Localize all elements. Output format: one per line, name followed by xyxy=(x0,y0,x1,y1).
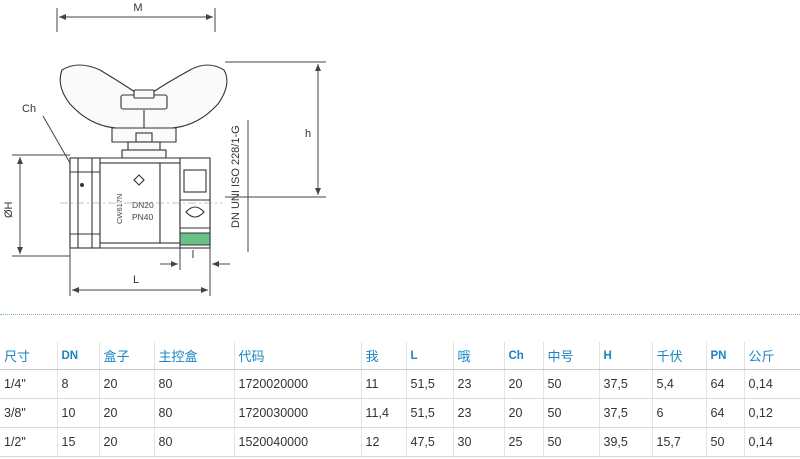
table-cell: 5,4 xyxy=(651,369,706,399)
dimension-m xyxy=(56,8,216,32)
table-cell: 0,14 xyxy=(743,369,800,399)
standard-label: DN UNI ISO 228/1-G xyxy=(230,125,242,228)
table-cell: 20 xyxy=(98,369,154,399)
header-kg: 公斤 xyxy=(743,342,800,370)
header-h: H xyxy=(598,342,652,370)
table-cell: 80 xyxy=(153,427,234,457)
table-cell: 15 xyxy=(56,427,99,457)
label-l-thread: l xyxy=(192,249,194,261)
table-row: 1/4" 8 20 80 1720020000 11 51,5 23 20 50… xyxy=(0,369,800,399)
header-col-6: 我 xyxy=(360,342,406,370)
table-cell: 50 xyxy=(542,369,599,399)
dimension-h xyxy=(225,61,326,198)
table-cell: 47,5 xyxy=(405,427,453,457)
header-box: 盒子 xyxy=(98,342,154,370)
table-cell: 6 xyxy=(651,398,706,428)
table-cell: 1720020000 xyxy=(233,369,361,399)
table-cell: 11 xyxy=(360,369,406,399)
leader-ch xyxy=(42,115,71,164)
table-cell: 15,7 xyxy=(651,427,706,457)
table-cell: 12 xyxy=(360,427,406,457)
table-cell: 50 xyxy=(705,427,744,457)
table-cell: 0,12 xyxy=(743,398,800,428)
body-material-mark: CW617N xyxy=(115,194,124,224)
header-pn: PN xyxy=(705,342,744,370)
header-medium: 中号 xyxy=(542,342,599,370)
stem xyxy=(121,141,167,159)
header-code: 代码 xyxy=(233,342,361,370)
table-row: 1/2" 15 20 80 1520040000 12 47,5 30 25 5… xyxy=(0,427,800,457)
table-cell: 51,5 xyxy=(405,398,453,428)
label-h: h xyxy=(305,128,311,140)
table-cell: 23 xyxy=(452,369,504,399)
body-pn-mark: PN40 xyxy=(132,212,154,222)
table-cell: 20 xyxy=(98,398,154,428)
table-cell: 10 xyxy=(56,398,99,428)
table-cell: 37,5 xyxy=(598,398,652,428)
table-cell: 23 xyxy=(452,398,504,428)
table-cell: 80 xyxy=(153,398,234,428)
table-cell: 1/2" xyxy=(0,427,57,457)
table-cell: 80 xyxy=(153,369,234,399)
spec-table: 尺寸 DN 盒子 主控盒 代码 我 L 哦 Ch 中号 H 千伏 PN 公斤 1… xyxy=(0,342,800,457)
table-cell: 37,5 xyxy=(598,369,652,399)
table-cell: 0,14 xyxy=(743,427,800,457)
header-master-box: 主控盒 xyxy=(153,342,234,370)
body-dn-mark: DN20 xyxy=(132,200,154,210)
table-cell: 51,5 xyxy=(405,369,453,399)
spec-table-header: 尺寸 DN 盒子 主控盒 代码 我 L 哦 Ch 中号 H 千伏 PN 公斤 xyxy=(0,342,800,370)
label-m: M xyxy=(133,2,142,14)
colour-ring xyxy=(179,232,211,246)
table-cell: 1520040000 xyxy=(233,427,361,457)
table-cell: 20 xyxy=(503,398,543,428)
table-cell: 20 xyxy=(98,427,154,457)
dimension-l-total xyxy=(69,245,211,296)
header-kv: 千伏 xyxy=(651,342,706,370)
table-cell: 50 xyxy=(542,398,599,428)
table-cell: 39,5 xyxy=(598,427,652,457)
label-l-total: L xyxy=(133,274,139,286)
header-l: L xyxy=(405,342,453,370)
table-cell: 20 xyxy=(503,369,543,399)
table-row: 3/8" 10 20 80 1720030000 11,4 51,5 23 20… xyxy=(0,398,800,428)
table-cell: 30 xyxy=(452,427,504,457)
table-cell: 11,4 xyxy=(360,398,406,428)
table-cell: 3/8" xyxy=(0,398,57,428)
valve-technical-drawing: M h ØH L l Ch DN UNI ISO 228/1-G xyxy=(3,2,326,296)
header-size: 尺寸 xyxy=(0,342,57,370)
table-cell: 1720030000 xyxy=(233,398,361,428)
header-dn: DN xyxy=(56,342,99,370)
butterfly-handle xyxy=(59,64,228,143)
table-cell: 50 xyxy=(542,427,599,457)
section-divider xyxy=(0,314,800,315)
table-cell: 1/4" xyxy=(0,369,57,399)
label-ch: Ch xyxy=(22,103,36,115)
dimension-l-thread xyxy=(160,245,230,270)
table-cell: 25 xyxy=(503,427,543,457)
header-col-8: 哦 xyxy=(452,342,504,370)
dimension-oh xyxy=(12,154,70,257)
label-oh: ØH xyxy=(3,201,15,218)
table-cell: 64 xyxy=(705,398,744,428)
table-cell: 8 xyxy=(56,369,99,399)
header-ch: Ch xyxy=(503,342,543,370)
table-cell: 64 xyxy=(705,369,744,399)
